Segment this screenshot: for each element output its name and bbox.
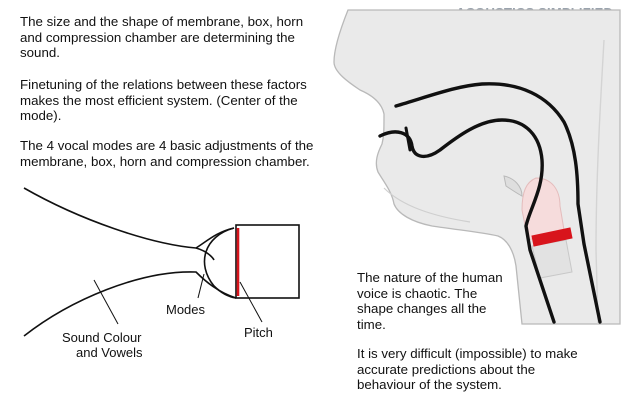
leader-line-modes xyxy=(197,273,205,299)
leader-line-sound-colour xyxy=(93,279,119,325)
label-pitch: Pitch xyxy=(244,325,273,340)
spine-contour xyxy=(595,39,605,325)
teeth-lip-line xyxy=(404,126,412,152)
label-modes: Modes xyxy=(166,302,206,317)
leader-line-pitch xyxy=(239,281,263,323)
horn-upper-edge xyxy=(23,187,235,249)
paragraph-chaotic-voice: The nature of the human voice is chaotic… xyxy=(357,270,503,332)
paragraph-predictions: It is very difficult (impossible) to mak… xyxy=(357,346,578,392)
intro-paragraph-size-shape: The size and the shape of membrane, box,… xyxy=(20,14,304,60)
compression-chamber-bulb xyxy=(195,227,237,299)
intro-paragraph-vocal-modes: The 4 vocal modes are 4 basic adjustment… xyxy=(20,138,314,169)
jaw-contour xyxy=(383,187,471,223)
vocal-folds-red xyxy=(531,227,573,247)
nasal-palate-line xyxy=(394,82,602,324)
epiglottis-shape xyxy=(503,175,523,197)
tongue-throat-line xyxy=(378,118,556,324)
label-and-vowels: and Vowels xyxy=(76,345,143,360)
intro-paragraph-finetuning: Finetuning of the relations between thes… xyxy=(20,77,307,123)
resonance-box xyxy=(235,224,300,299)
label-sound-colour: Sound Colour xyxy=(62,330,142,345)
